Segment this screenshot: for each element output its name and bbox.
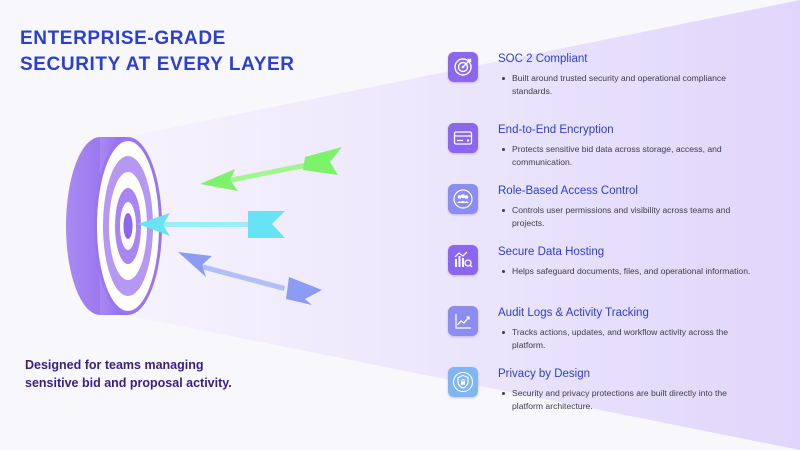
feature-title: Role-Based Access Control [498, 185, 638, 197]
feature-description: Helps safeguard documents, files, and op… [502, 265, 752, 278]
target-icon [448, 52, 478, 82]
feature-audit-logs: Audit Logs & Activity Tracking Tracks ac… [448, 306, 788, 362]
card-icon [448, 123, 478, 153]
users-icon [448, 184, 478, 214]
feature-description: Tracks actions, updates, and workflow ac… [502, 326, 752, 351]
shield-lock-icon [448, 367, 478, 397]
trend-chart-icon [448, 306, 478, 336]
feature-hosting: Secure Data Hosting Helps safeguard docu… [448, 245, 788, 301]
tagline-line-1: Designed for teams managing [25, 358, 204, 372]
feature-title: Privacy by Design [498, 368, 591, 380]
page-title-line-1: ENTERPRISE-GRADE [20, 28, 226, 49]
tagline: Designed for teams managing sensitive bi… [25, 356, 232, 392]
feature-title: Audit Logs & Activity Tracking [498, 307, 649, 319]
feature-description: Controls user permissions and visibility… [502, 204, 752, 229]
cyan-arrow [138, 211, 285, 238]
green-arrow [200, 147, 342, 191]
feature-description: Built around trusted security and operat… [502, 72, 752, 97]
feature-privacy: Privacy by Design Security and privacy p… [448, 367, 788, 423]
blue-arrow [178, 252, 322, 305]
feature-description: Protects sensitive bid data across stora… [502, 143, 752, 168]
feature-encryption: End-to-End Encryption Protects sensitive… [448, 123, 788, 179]
feature-title: SOC 2 Compliant [498, 53, 588, 65]
page-title: ENTERPRISE-GRADE SECURITY AT EVERY LAYER [20, 26, 295, 78]
feature-rbac: Role-Based Access Control Controls user … [448, 184, 788, 240]
database-search-icon [448, 245, 478, 275]
beam-panel [120, 0, 800, 450]
feature-title: Secure Data Hosting [498, 246, 605, 258]
page-title-line-2: SECURITY AT EVERY LAYER [20, 54, 295, 75]
feature-soc2: SOC 2 Compliant Built around trusted sec… [448, 52, 788, 108]
feature-title: End-to-End Encryption [498, 124, 614, 136]
feature-description: Security and privacy protections are bui… [502, 387, 752, 412]
target-icon [66, 137, 162, 315]
tagline-line-2: sensitive bid and proposal activity. [25, 376, 232, 390]
